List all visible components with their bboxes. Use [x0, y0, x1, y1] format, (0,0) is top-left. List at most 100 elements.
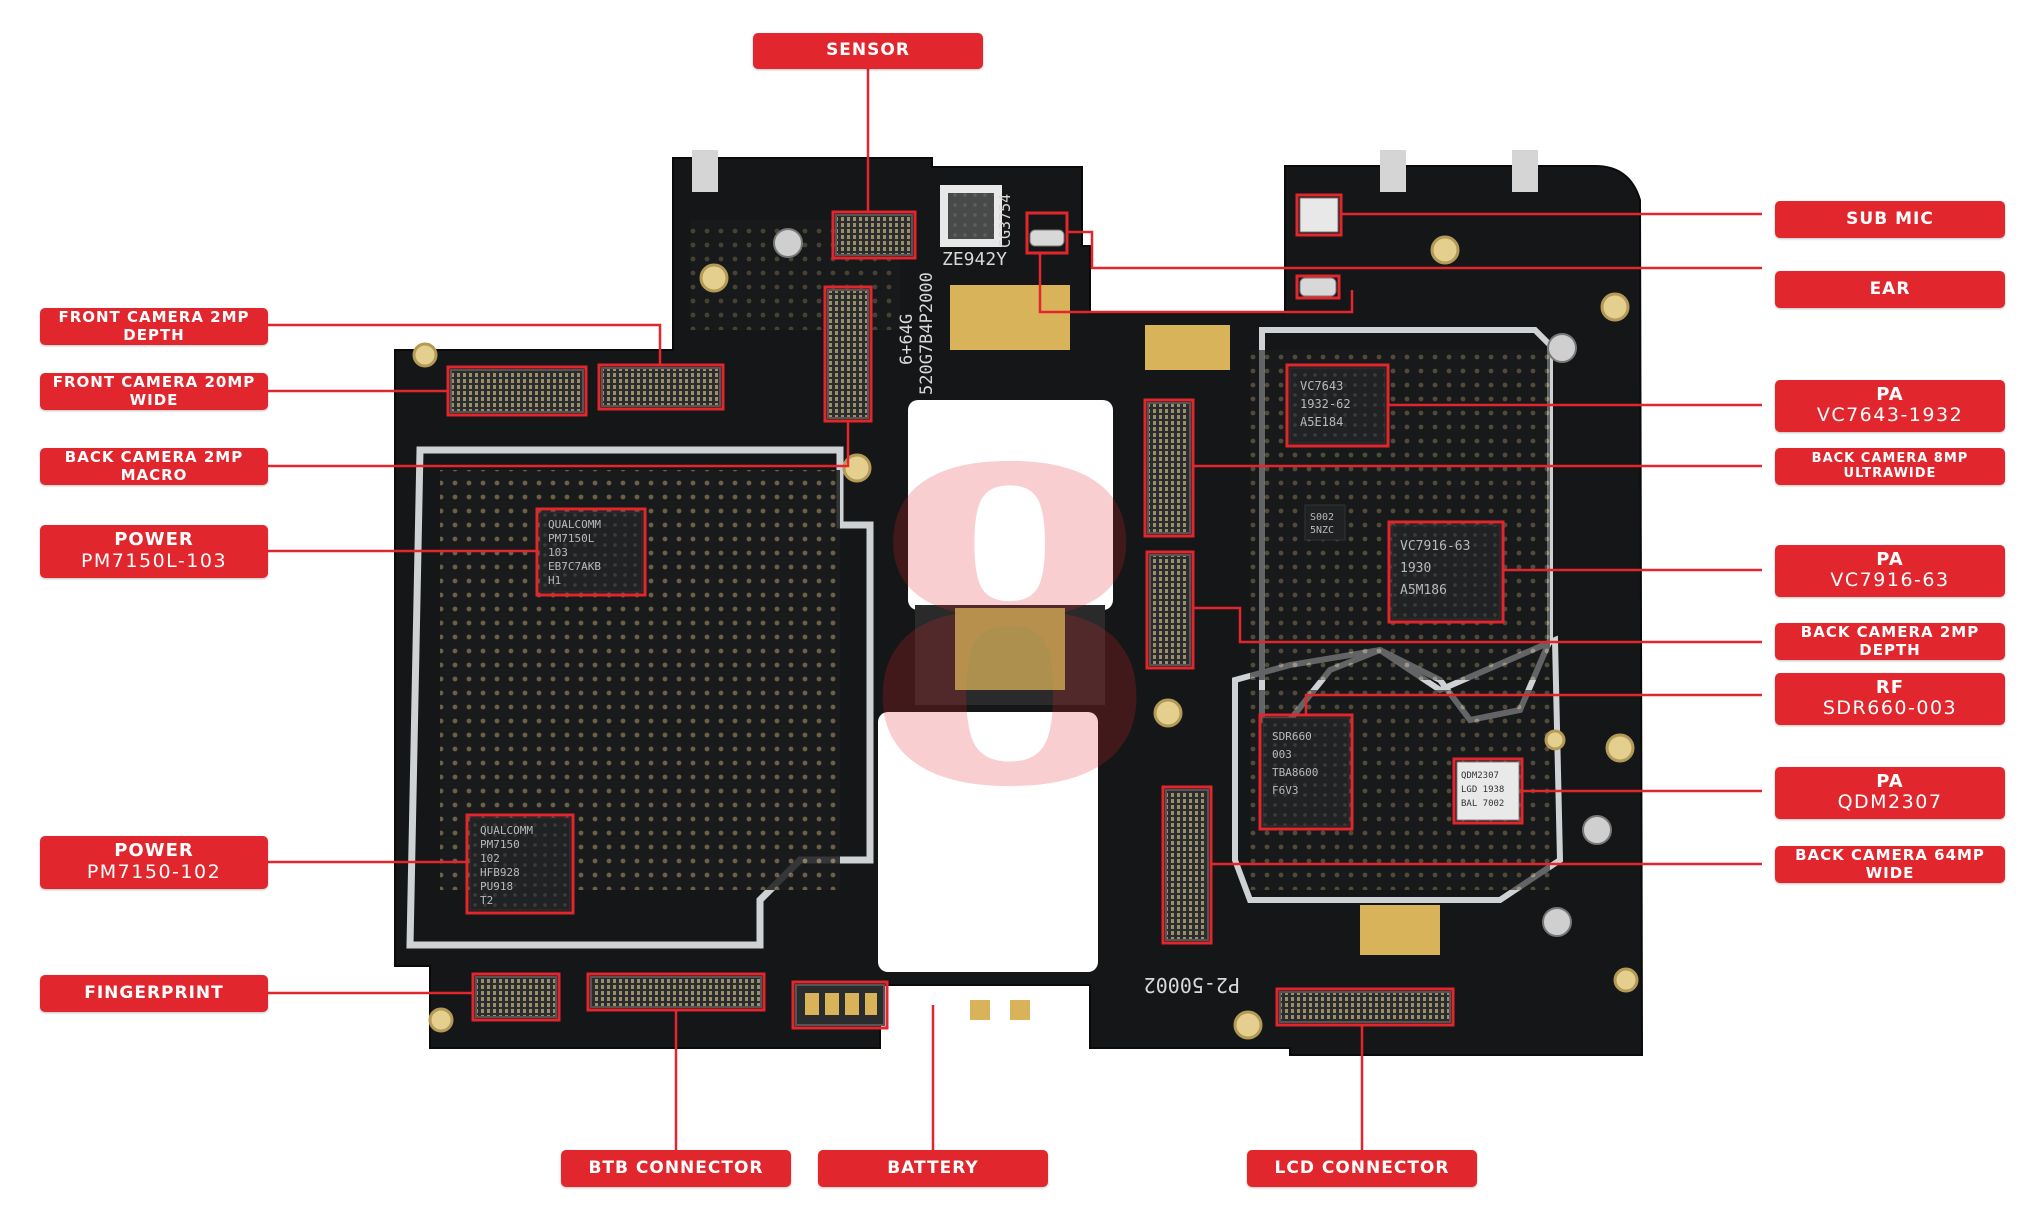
label-pa-qdm2307-sub: QDM2307	[1837, 791, 1943, 814]
svg-text:PU918: PU918	[480, 880, 513, 893]
connector-fingerprint	[475, 976, 557, 1018]
label-power-pm7150l-title: POWER	[114, 529, 194, 551]
svg-text:A5E184: A5E184	[1300, 415, 1343, 429]
chip-sdr660: SDR660 003 TBA8600 F6V3	[1262, 717, 1350, 827]
label-back-camera-macro-text: BACK CAMERA 2MP MACRO	[64, 448, 244, 484]
svg-text:1930: 1930	[1400, 561, 1431, 576]
mounting-holes	[412, 235, 1639, 1040]
svg-text:BAL 7002: BAL 7002	[1461, 799, 1504, 809]
label-sub-mic: SUB MIC	[1775, 201, 2005, 238]
label-back-camera-ultrawide-text: BACK CAMERA 8MP ULTRAWIDE	[1811, 450, 1969, 481]
svg-text:LGD 1938: LGD 1938	[1461, 785, 1504, 795]
label-lcd-connector: LCD CONNECTOR	[1247, 1150, 1477, 1187]
connector-btb	[590, 976, 762, 1008]
svg-text:T2: T2	[480, 894, 493, 907]
antenna-connectors	[773, 228, 1612, 937]
chip-qdm2307: QDM2307 LGD 1938 BAL 7002	[1456, 761, 1520, 821]
connector-lcd	[1279, 991, 1451, 1023]
label-pa-vc7916-title: PA	[1876, 548, 1904, 570]
silkscreen-part: 520G7B4P2000	[917, 272, 937, 395]
gold-pad	[1360, 905, 1440, 955]
battery-contacts	[805, 993, 877, 1015]
label-power-pm7150l-sub: PM7150L-103	[80, 549, 228, 572]
svg-text:A5M186: A5M186	[1400, 583, 1447, 598]
label-power-pm7150-sub: PM7150-102	[86, 860, 222, 883]
svg-text:103: 103	[548, 546, 568, 559]
connector-front-cam-wide	[450, 369, 584, 413]
label-back-camera-ultrawide: BACK CAMERA 8MP ULTRAWIDE	[1775, 448, 2005, 485]
label-fingerprint-text: FINGERPRINT	[84, 982, 224, 1003]
svg-text:SDR660: SDR660	[1272, 730, 1312, 743]
label-back-camera-depth: BACK CAMERA 2MP DEPTH	[1775, 623, 2005, 660]
ear-component	[1029, 229, 1065, 247]
label-rf-sdr660-sub: SDR660-003	[1822, 697, 1958, 720]
label-back-camera-wide: BACK CAMERA 64MP WIDE	[1775, 846, 2005, 883]
qr-code	[948, 193, 994, 239]
label-pa-vc7916-sub: VC7916-63	[1830, 569, 1950, 592]
label-ear: EAR	[1775, 271, 2005, 308]
svg-text:QDM2307: QDM2307	[1461, 771, 1499, 781]
label-back-camera-macro: BACK CAMERA 2MP MACRO	[40, 448, 268, 485]
connector-back-cam-macro	[827, 289, 869, 419]
leader-lines	[266, 66, 1762, 1150]
label-pa-qdm2307: PA QDM2307	[1775, 767, 2005, 819]
chip-pm7150l: QUALCOMM PM7150L 103 EB7C7AKB H1	[539, 511, 643, 593]
label-fingerprint: FINGERPRINT	[40, 975, 268, 1012]
label-btb-connector: BTB CONNECTOR	[561, 1150, 791, 1187]
svg-text:PM7150: PM7150	[480, 838, 520, 851]
ear-component	[1299, 277, 1337, 297]
chip-pm7150: QUALCOMM PM7150 102 HFB928 PU918 T2	[469, 817, 571, 911]
board-cutout	[908, 400, 1113, 610]
label-sensor-text: SENSOR	[826, 40, 910, 61]
label-rf-sdr660-title: RF	[1875, 676, 1905, 698]
svg-text:QUALCOMM: QUALCOMM	[480, 824, 533, 837]
svg-text:5NZC: 5NZC	[1310, 525, 1334, 536]
label-ear-text: EAR	[1869, 278, 1911, 299]
silkscreen-variant: 6+64G	[897, 314, 917, 365]
gold-pad	[970, 1000, 990, 1020]
label-back-camera-depth-text: BACK CAMERA 2MP DEPTH	[1800, 623, 1980, 659]
connector-front-cam-depth	[601, 367, 721, 407]
label-sensor: SENSOR	[753, 33, 983, 69]
label-lcd-connector-text: LCD CONNECTOR	[1274, 1157, 1450, 1178]
connector-back-cam-ultrawide	[1147, 402, 1191, 534]
label-sub-mic-text: SUB MIC	[1846, 208, 1934, 229]
label-power-pm7150l: POWER PM7150L-103	[40, 525, 268, 578]
label-rf-sdr660: RF SDR660-003	[1775, 673, 2005, 725]
svg-text:VC7916-63: VC7916-63	[1400, 539, 1470, 554]
connector-back-cam-wide	[1165, 789, 1209, 941]
svg-text:S002: S002	[1310, 512, 1334, 523]
label-battery-text: BATTERY	[887, 1157, 979, 1178]
svg-text:TBA8600: TBA8600	[1272, 766, 1318, 779]
label-pa-vc7916: PA VC7916-63	[1775, 545, 2005, 597]
label-front-camera-wide-text: FRONT CAMERA 20MP WIDE	[52, 373, 256, 409]
label-pa-vc7643-sub: VC7643-1932	[1816, 404, 1964, 427]
svg-text:H1: H1	[548, 574, 561, 587]
label-front-camera-depth: FRONT CAMERA 2MP DEPTH	[40, 308, 268, 345]
label-pa-vc7643: PA VC7643-1932	[1775, 380, 2005, 432]
silkscreen-serial: CG3754	[996, 194, 1014, 248]
board-cutout	[878, 712, 1098, 972]
chip-vc7916: VC7916-63 1930 A5M186	[1391, 524, 1501, 620]
label-btb-connector-text: BTB CONNECTOR	[588, 1157, 764, 1178]
svg-text:VC7643: VC7643	[1300, 379, 1343, 393]
connector-back-cam-depth	[1149, 554, 1191, 666]
svg-text:HFB928: HFB928	[480, 866, 520, 879]
svg-text:1932-62: 1932-62	[1300, 397, 1351, 411]
label-battery: BATTERY	[818, 1150, 1048, 1187]
gold-pad	[1145, 325, 1230, 370]
svg-text:F6V3: F6V3	[1272, 784, 1299, 797]
gold-pad	[950, 285, 1070, 350]
spring-contacts	[692, 150, 1538, 192]
label-pa-qdm2307-title: PA	[1876, 770, 1904, 792]
label-power-pm7150-title: POWER	[114, 840, 194, 862]
label-power-pm7150: POWER PM7150-102	[40, 836, 268, 889]
label-front-camera-depth-text: FRONT CAMERA 2MP DEPTH	[58, 308, 250, 344]
svg-text:EB7C7AKB: EB7C7AKB	[548, 560, 601, 573]
svg-text:PM7150L: PM7150L	[548, 532, 595, 545]
silkscreen-board-id: P2-50002	[1144, 973, 1240, 997]
connector-sensor	[835, 214, 913, 256]
gold-pad	[955, 608, 1065, 690]
